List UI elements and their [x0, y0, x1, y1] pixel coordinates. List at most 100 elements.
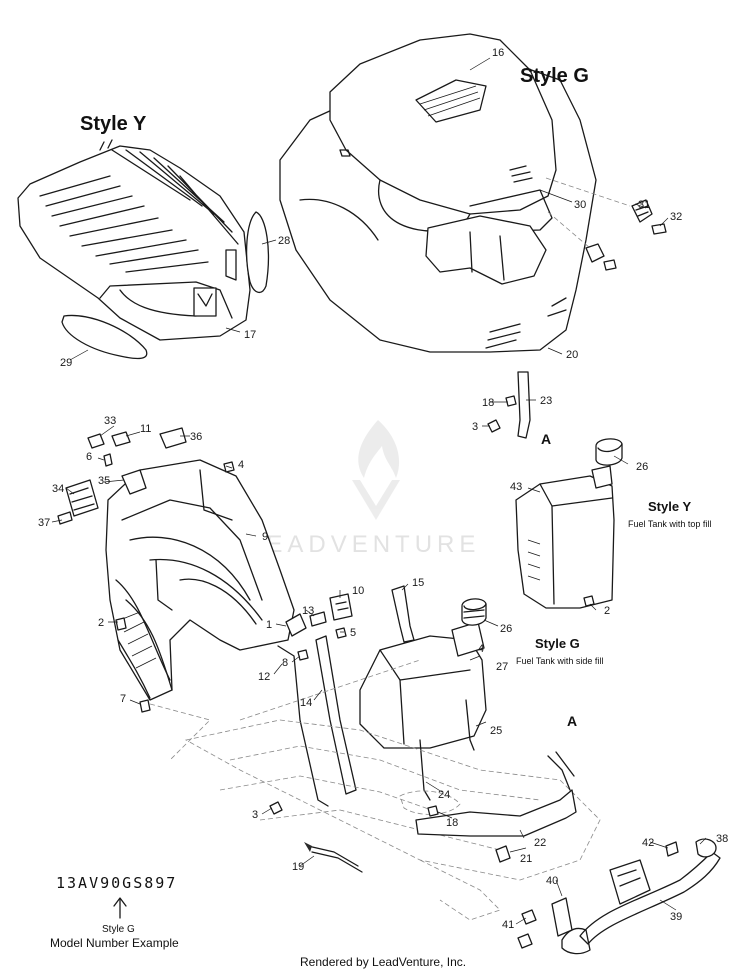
callout-9: 9	[262, 531, 268, 543]
part-28-lens	[246, 211, 270, 293]
part-3-nut-upper	[487, 419, 501, 433]
callout-6: 6	[86, 451, 92, 463]
frame-outline-dashed	[184, 659, 601, 921]
part-30-bracket-lower	[585, 243, 617, 271]
part-7-screw	[139, 699, 151, 713]
callout-7: 7	[120, 693, 126, 705]
detail-a-label-upper: A	[541, 431, 551, 447]
part-11-bushing	[111, 431, 131, 447]
part-18-bolt-upper	[505, 395, 517, 407]
callout-5: 5	[350, 627, 356, 639]
part-36-switch	[159, 427, 187, 449]
style-y-hood	[17, 139, 251, 341]
part-10-bracket	[329, 593, 353, 621]
part-35-light	[121, 469, 147, 495]
part-13-clip	[309, 611, 327, 627]
callout-3-lower: 3	[252, 809, 258, 821]
callout-18-lower: 18	[446, 817, 458, 829]
part-19-cable	[307, 845, 363, 873]
part-32-bolt	[651, 223, 667, 235]
part-18-bolt-lower	[427, 805, 439, 817]
part-37-clip	[57, 511, 73, 525]
watermark-text: LEADVENTURE	[248, 531, 480, 558]
callout-42: 42	[642, 837, 654, 849]
part-15-strap	[391, 585, 415, 643]
tank-style-y-subtitle: Fuel Tank with top fill	[628, 519, 711, 529]
callout-19: 19	[292, 861, 304, 873]
part-31-clip	[631, 199, 653, 223]
part-43-fuel-tank-style-y	[515, 438, 623, 609]
callout-18-upper: 18	[482, 397, 494, 409]
callout-12: 12	[258, 671, 270, 683]
callout-28: 28	[278, 235, 290, 247]
part-34-module	[65, 479, 99, 517]
part-2-screw-tank	[583, 595, 595, 607]
callout-17: 17	[244, 329, 256, 341]
callout-37: 37	[38, 517, 50, 529]
callout-1: 1	[266, 619, 272, 631]
part-21-bolt	[495, 845, 511, 863]
part-24-hose	[419, 739, 431, 801]
callout-10: 10	[352, 585, 364, 597]
part-41-bolt-2	[517, 933, 533, 949]
part-2-screw-dash	[115, 617, 127, 631]
callout-29: 29	[60, 357, 72, 369]
part-14-bar	[315, 635, 357, 795]
detail-a-label-lower: A	[567, 713, 577, 729]
callout-31: 31	[638, 199, 650, 211]
callout-26-top: 26	[636, 461, 648, 473]
callout-33: 33	[104, 415, 116, 427]
model-arrow-icon	[113, 897, 127, 919]
callout-34: 34	[52, 483, 64, 495]
callout-23: 23	[540, 395, 552, 407]
callout-26-side: 26	[500, 623, 512, 635]
callout-24: 24	[438, 789, 450, 801]
part-38-cap	[695, 838, 717, 858]
callout-35: 35	[98, 475, 110, 487]
callout-30: 30	[574, 199, 586, 211]
part-33-washer	[87, 433, 105, 449]
part-5-screw	[335, 627, 347, 639]
callout-36: 36	[190, 431, 202, 443]
style-y-heading: Style Y	[80, 113, 147, 135]
tank-style-g-title: Style G	[535, 636, 580, 651]
callout-20: 20	[566, 349, 578, 361]
callout-3-upper: 3	[472, 421, 478, 433]
callout-13: 13	[302, 605, 314, 617]
tank-style-y-title: Style Y	[648, 499, 691, 514]
callout-27: 27	[496, 661, 508, 673]
callout-41: 41	[502, 919, 514, 931]
callout-14: 14	[300, 697, 312, 709]
part-39-rear-handle	[561, 851, 721, 955]
callout-8: 8	[282, 657, 288, 669]
leadventure-watermark-logo	[352, 420, 400, 520]
callout-15: 15	[412, 577, 424, 589]
callout-4-dash: 4	[238, 459, 244, 471]
tank-style-g-subtitle: Fuel Tank with side fill	[516, 656, 603, 666]
model-style-label: Style G	[102, 924, 135, 935]
model-number: 13AV90GS897	[56, 874, 177, 892]
footer-credit: Rendered by LeadVenture, Inc.	[300, 955, 466, 969]
part-22-cross-bar	[415, 789, 577, 837]
callout-11: 11	[140, 423, 151, 435]
style-g-hood	[279, 33, 597, 353]
part-8-screw	[297, 649, 309, 661]
part-12-rod	[277, 645, 329, 807]
part-23-bracket	[517, 371, 531, 439]
callout-38: 38	[716, 833, 728, 845]
part-40-bracket	[551, 897, 573, 937]
callout-43: 43	[510, 481, 522, 493]
part-42-pin	[665, 841, 679, 857]
part-1-knob	[285, 613, 307, 637]
style-g-heading: Style G	[520, 65, 589, 87]
part-29-lens	[61, 314, 148, 360]
callout-21: 21	[520, 853, 532, 865]
callout-40: 40	[546, 875, 558, 887]
part-25-hose	[465, 699, 475, 751]
callout-22: 22	[534, 837, 546, 849]
callout-32: 32	[670, 211, 682, 223]
callout-25: 25	[490, 725, 502, 737]
callout-2-dash: 2	[98, 617, 104, 629]
callout-16: 16	[492, 47, 504, 59]
